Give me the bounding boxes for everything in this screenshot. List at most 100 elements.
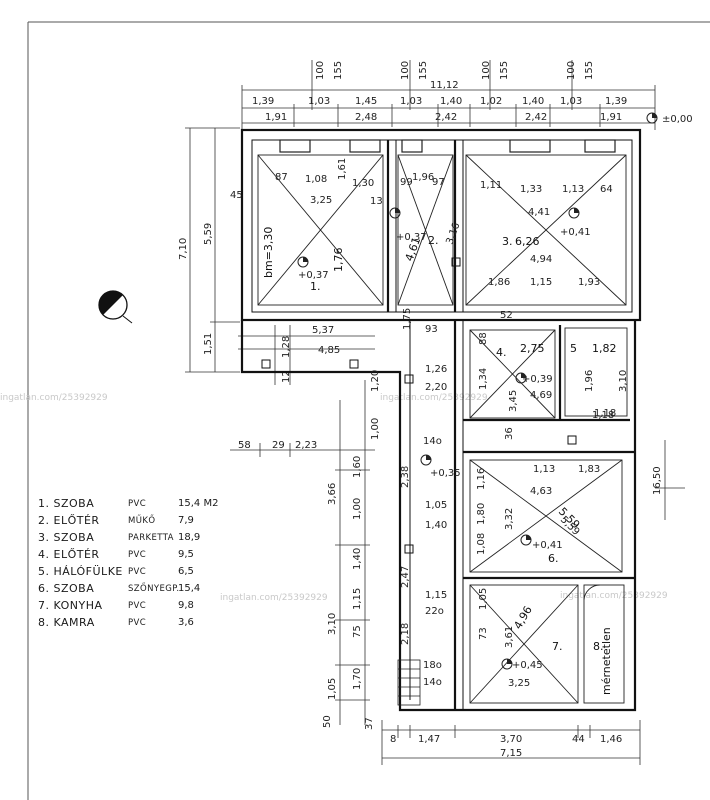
svg-text:13: 13 — [370, 196, 383, 207]
room-legend: 1. SZOBA PVC 15,4 M2 2. ELŐTÉR MŰKŐ 7,9 … — [38, 495, 238, 631]
svg-text:16,50: 16,50 — [652, 466, 663, 495]
svg-text:1,39: 1,39 — [605, 96, 627, 107]
svg-text:4,94: 4,94 — [530, 254, 552, 265]
svg-text:3,61: 3,61 — [504, 626, 515, 648]
svg-text:1,40: 1,40 — [352, 548, 363, 570]
svg-text:155: 155 — [333, 61, 344, 80]
svg-text:1,60: 1,60 — [352, 456, 363, 478]
room-6 — [469, 459, 623, 573]
room-1-number: 1. — [310, 280, 321, 293]
legend-area: 7,9 — [178, 515, 194, 526]
svg-text:100: 100 — [315, 61, 326, 80]
upper-walls — [240, 128, 642, 322]
svg-text:1,80: 1,80 — [476, 503, 487, 525]
legend-area: 15,4 M2 — [178, 498, 219, 509]
room-6-number: 6. — [548, 552, 559, 565]
svg-text:3,10: 3,10 — [618, 370, 629, 392]
svg-text:2,47: 2,47 — [400, 566, 411, 588]
dim-537: 5,37 — [312, 325, 334, 336]
dim-bottom-50: 50 — [322, 715, 333, 728]
svg-text:1,15: 1,15 — [425, 590, 447, 601]
room-2-number: 2. — [428, 234, 439, 247]
svg-text:1,03: 1,03 — [400, 96, 422, 107]
level-marker-icon — [646, 112, 658, 124]
legend-material: PVC — [128, 549, 147, 560]
svg-text:1,40: 1,40 — [440, 96, 462, 107]
shaft-markers — [261, 257, 577, 554]
dim-58: 58 — [238, 440, 251, 451]
watermark: ingatlan.com/25392929 — [0, 393, 108, 403]
svg-text:3,10: 3,10 — [327, 613, 338, 635]
lower-walls — [240, 320, 637, 712]
level-marker-icon — [297, 207, 580, 670]
dim-bottom-overall: 7,15 — [500, 748, 522, 759]
legend-row: 1. SZOBA PVC 15,4 M2 — [38, 495, 238, 512]
svg-text:3,32: 3,32 — [504, 508, 515, 530]
level-room-3: +0,41 — [560, 227, 591, 238]
room-8-label: mérnetetlen — [600, 627, 613, 695]
legend-row: 3. SZOBA PARKETTA 18,9 — [38, 529, 238, 546]
svg-text:155: 155 — [418, 61, 429, 80]
room-8 — [583, 584, 625, 704]
dim-left-45: 45 — [230, 190, 243, 201]
legend-area: 18,9 — [178, 532, 201, 543]
watermark: ingatlan.com/25392929 — [560, 591, 668, 601]
room-3-number: 3. — [502, 235, 513, 248]
dim-bottom-370: 3,70 — [500, 734, 522, 745]
level-room-6: +0,41 — [532, 540, 563, 551]
dim-left-151: 1,51 — [203, 333, 214, 355]
svg-text:1,00: 1,00 — [370, 418, 381, 440]
room-4-number: 4. — [496, 346, 507, 359]
svg-text:1,40: 1,40 — [425, 520, 447, 531]
watermark: ingatlan.com/25392929 — [380, 393, 488, 403]
svg-text:36: 36 — [504, 427, 515, 440]
legend-room-name: 2. ELŐTÉR — [38, 514, 100, 527]
svg-text:2,42: 2,42 — [525, 112, 547, 123]
svg-text:88: 88 — [478, 332, 489, 345]
room-3 — [465, 139, 627, 306]
legend-row: 7. KONYHA PVC 9,8 — [38, 597, 238, 614]
svg-text:1,33: 1,33 — [520, 184, 542, 195]
dim-left-710: 7,10 — [178, 238, 189, 260]
legend-room-name: 6. SZOBA — [38, 582, 95, 595]
level-corridor: +0,35 — [430, 468, 461, 479]
room-5-number: 5 — [570, 342, 577, 355]
legend-room-name: 1. SZOBA — [38, 497, 95, 510]
stair-steps — [397, 659, 421, 706]
svg-text:75: 75 — [352, 625, 363, 638]
legend-material: PVC — [128, 566, 147, 577]
dim-485: 4,85 — [318, 345, 340, 356]
svg-text:4,41: 4,41 — [528, 207, 550, 218]
svg-text:1,08: 1,08 — [305, 174, 327, 185]
svg-text:1,96: 1,96 — [412, 172, 434, 183]
svg-text:1,86: 1,86 — [488, 277, 510, 288]
svg-text:1,26: 1,26 — [425, 364, 447, 375]
top-dim-row2: 1,91 2,48 2,42 2,42 1,91 — [265, 112, 622, 123]
dim-128: 1,28 — [281, 336, 292, 358]
room-7 — [469, 584, 579, 704]
svg-text:97: 97 — [432, 177, 445, 188]
svg-text:14o: 14o — [423, 677, 442, 688]
legend-area: 9,8 — [178, 600, 194, 611]
svg-text:2,42: 2,42 — [435, 112, 457, 123]
dim-bottom-8: 8 — [390, 734, 396, 745]
svg-text:1,03: 1,03 — [560, 96, 582, 107]
dim-29: 29 — [272, 440, 285, 451]
svg-text:1,02: 1,02 — [480, 96, 502, 107]
svg-text:1,15: 1,15 — [352, 588, 363, 610]
svg-text:1,15: 1,15 — [530, 277, 552, 288]
svg-text:3,25: 3,25 — [310, 195, 332, 206]
svg-text:3,16: 3,16 — [444, 221, 462, 246]
svg-text:1,05: 1,05 — [425, 500, 447, 511]
svg-text:2,20: 2,20 — [425, 382, 447, 393]
dim-bottom-147: 1,47 — [418, 734, 440, 745]
svg-text:3,25: 3,25 — [508, 678, 530, 689]
svg-text:1,30: 1,30 — [352, 178, 374, 189]
room-4-area: 2,75 — [520, 342, 545, 355]
room-1 — [257, 139, 384, 306]
svg-text:14o: 14o — [423, 436, 442, 447]
level-room-7: +0,45 — [512, 660, 543, 671]
svg-text:99: 99 — [400, 177, 413, 188]
legend-room-name: 5. HÁLÓFÜLKE — [38, 565, 123, 578]
compass-half-disc-icon — [98, 290, 133, 324]
